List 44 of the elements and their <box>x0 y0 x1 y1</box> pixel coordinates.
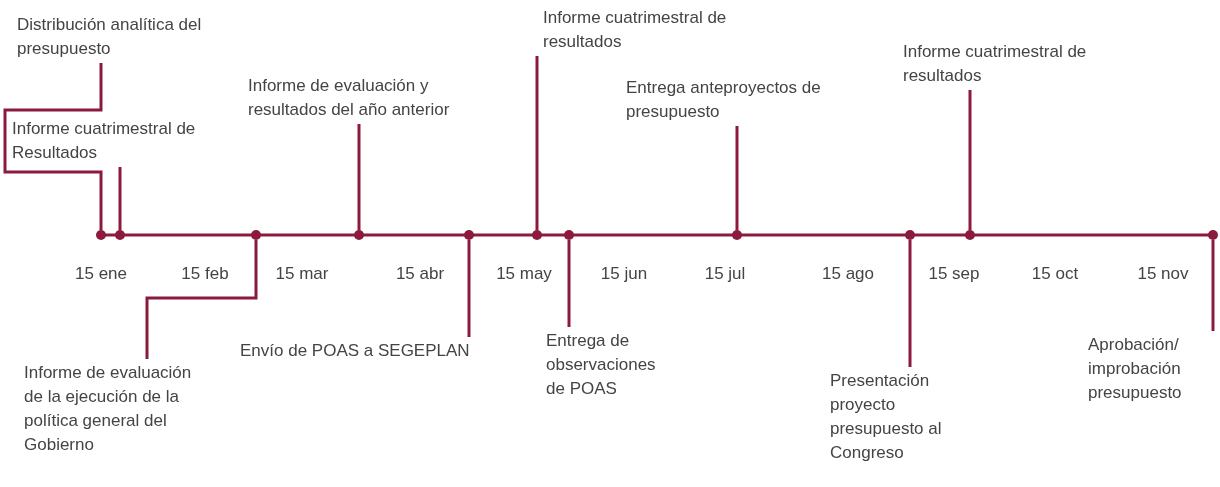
timeline-dot <box>354 230 364 240</box>
timeline-dot <box>905 230 915 240</box>
month-label: 15 mar <box>275 263 329 285</box>
timeline-dot <box>532 230 542 240</box>
month-label: 15 sep <box>928 263 980 285</box>
event-label: Envío de POAS a SEGEPLAN <box>240 339 520 363</box>
month-label: 15 feb <box>181 263 229 285</box>
leader-line <box>567 240 571 327</box>
month-label: 15 abr <box>395 263 445 285</box>
timeline-dot <box>965 230 975 240</box>
leader-line <box>1211 240 1215 331</box>
event-label: Presentación proyecto presupuesto al Congreso <box>830 369 980 465</box>
event-label: Informe de evaluación y resultados del año anterior <box>248 74 508 122</box>
month-label: 15 may <box>496 263 552 285</box>
event-label: Entrega anteproyectos de presupuesto <box>626 76 876 124</box>
event-label: Distribución analítica del presupuesto <box>17 13 207 61</box>
month-label: 15 ago <box>822 263 874 285</box>
leader-line <box>968 90 972 230</box>
timeline-dot <box>96 230 106 240</box>
timeline-dot <box>251 230 261 240</box>
timeline-dot <box>564 230 574 240</box>
month-label: 15 oct <box>1031 263 1079 285</box>
month-label: 15 ene <box>75 263 127 285</box>
timeline-dot <box>732 230 742 240</box>
leader-line <box>467 240 471 337</box>
timeline-dot <box>115 230 125 240</box>
event-label: Informe cuatrimestral de Resultados <box>12 117 207 165</box>
event-label: Informe cuatrimestral de resultados <box>903 40 1138 88</box>
leader-line <box>145 240 258 359</box>
event-label: Informe de evaluación de la ejecución de la política general del Gobierno <box>24 361 194 457</box>
month-label: 15 jul <box>704 263 746 285</box>
leader-line <box>118 167 122 230</box>
timeline-dot <box>1208 230 1218 240</box>
timeline-dot <box>464 230 474 240</box>
leader-line <box>357 124 361 230</box>
month-label: 15 jun <box>600 263 648 285</box>
leader-line <box>735 126 739 230</box>
event-label: Entrega de observaciones de POAS <box>546 329 671 401</box>
leader-line <box>535 56 539 230</box>
month-label: 15 nov <box>1137 263 1189 285</box>
event-label: Informe cuatrimestral de resultados <box>543 6 778 54</box>
event-label: Aprobación/ improbación presupuesto <box>1088 333 1213 405</box>
leader-line <box>3 63 103 230</box>
leader-line <box>908 240 912 367</box>
